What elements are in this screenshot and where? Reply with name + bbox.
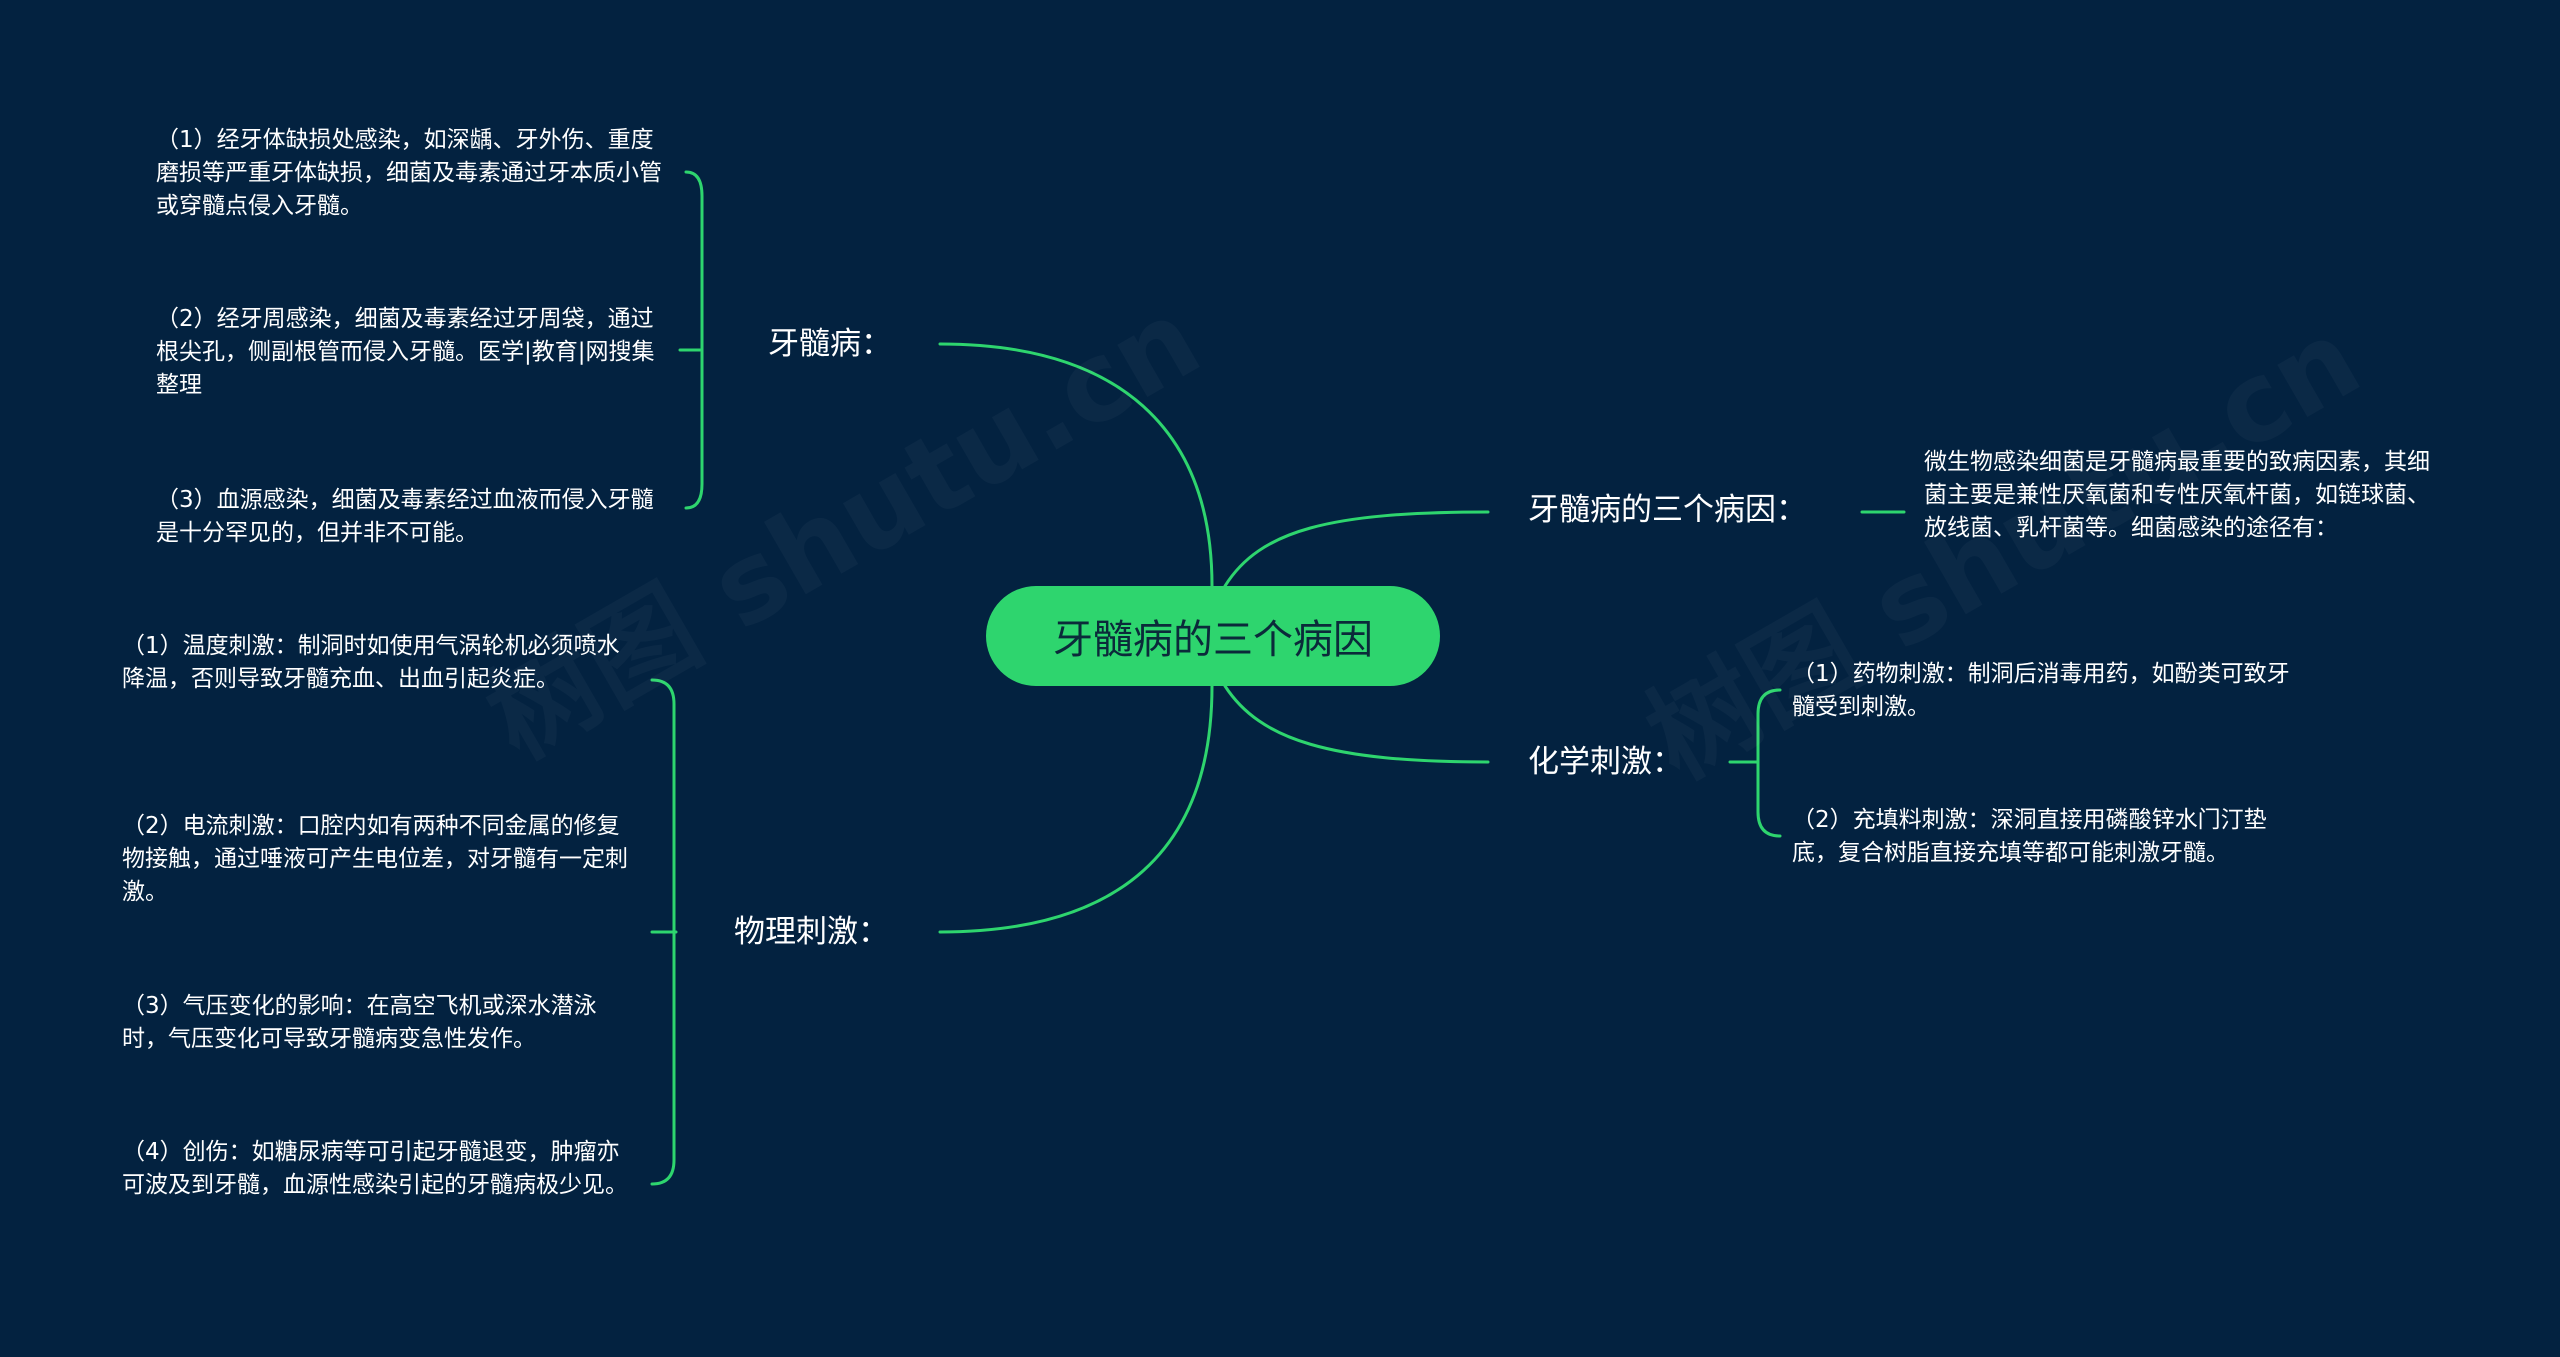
- link-root-b1: [938, 342, 1214, 588]
- branch-three-causes[interactable]: 牙髓病的三个病因：: [1528, 492, 1807, 528]
- leaf-trauma[interactable]: （4）创伤：如糖尿病等可引起牙髓退变，肿瘤亦可波及到牙髓，血源性感染引起的牙髓病…: [122, 1139, 628, 1198]
- leaf-blood-infection[interactable]: （3）血源感染，细菌及毒素经过血液而侵入牙髓是十分罕见的，但并非不可能。: [156, 487, 654, 546]
- link-root-b4: [1223, 684, 1490, 764]
- link-root-b3: [1223, 510, 1490, 588]
- leaf-temperature[interactable]: （1）温度刺激：制洞时如使用气涡轮机必须喷水降温，否则导致牙髓充血、出血引起炎症…: [122, 633, 620, 692]
- link-b4-bracket: [1756, 688, 1782, 838]
- link-b2-bracket: [650, 678, 676, 1186]
- leaf-air-pressure[interactable]: （3）气压变化的影响：在高空飞机或深水潜泳时，气压变化可导致牙髓病变急性发作。: [122, 993, 597, 1052]
- branch-pulp-disease[interactable]: 牙髓病：: [768, 326, 892, 362]
- branch-physical-stimulus[interactable]: 物理刺激：: [734, 914, 889, 950]
- root-node[interactable]: 牙髓病的三个病因: [986, 586, 1440, 686]
- link-b1-bracket: [684, 170, 704, 510]
- link-root-b2: [938, 684, 1214, 934]
- leaf-filling-stimulus[interactable]: （2）充填料刺激：深洞直接用磷酸锌水门汀垫底，复合树脂直接充填等都可能刺激牙髓。: [1792, 807, 2267, 866]
- leaf-microbial-infection[interactable]: 微生物感染细菌是牙髓病最重要的致病因素，其细菌主要是兼性厌氧菌和专性厌氧杆菌，如…: [1924, 449, 2430, 541]
- leaf-caries-infection[interactable]: （1）经牙体缺损处感染，如深龋、牙外伤、重度磨损等严重牙体缺损，细菌及毒素通过牙…: [156, 127, 662, 219]
- leaf-drug-stimulus[interactable]: （1）药物刺激：制洞后消毒用药，如酚类可致牙髓受到刺激。: [1792, 661, 2290, 720]
- branch-chemical-stimulus[interactable]: 化学刺激：: [1528, 744, 1683, 780]
- leaf-electric-current[interactable]: （2）电流刺激：口腔内如有两种不同金属的修复物接触，通过唾液可产生电位差，对牙髓…: [122, 813, 628, 905]
- leaf-periodontal-infection[interactable]: （2）经牙周感染，细菌及毒素经过牙周袋，通过根尖孔，侧副根管而侵入牙髓。医学|教…: [156, 306, 655, 398]
